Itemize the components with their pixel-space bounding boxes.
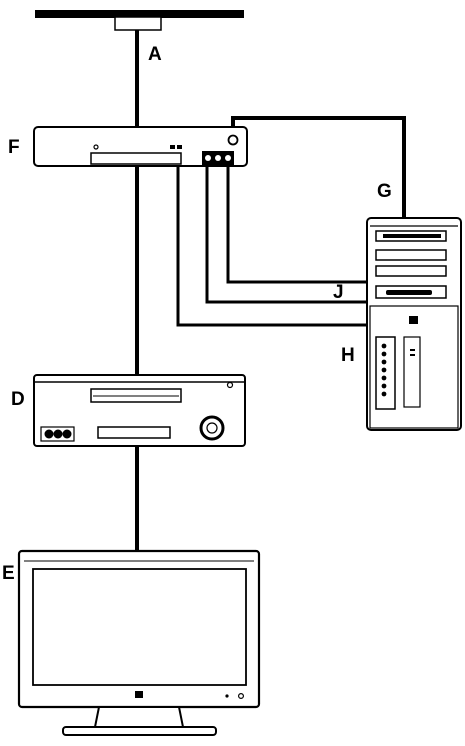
cable-g [231,116,406,218]
cable-h [176,165,368,327]
cable-j-lower [205,165,368,304]
tower-bay-3 [375,265,447,277]
vcr-power-light [226,381,234,389]
tv-stand-neck [93,706,185,728]
vcr-body [33,374,246,447]
tuner-av-port-3 [225,155,231,161]
tower-slot-3 [381,359,387,365]
tower-card-reader [375,336,396,410]
tuner-box [33,126,248,167]
tuner-disc-slot [90,152,182,165]
label-h: H [341,345,355,366]
label-f: F [8,137,20,158]
tv-screen [32,568,247,686]
tuner-power-light [93,144,99,150]
tower-slot-5 [381,375,387,381]
television [17,549,261,736]
tower-usb-2 [410,354,415,356]
tv-logo-icon [135,691,143,698]
tuner-av-port-2 [215,155,221,161]
wall-plate [114,16,162,31]
antenna-source [35,10,244,31]
tower-slot-2 [381,351,387,357]
tuner-button-2 [177,145,182,149]
vcr-jack-2 [53,429,63,439]
label-e: E [2,563,15,584]
vcr-jack-panel [40,426,75,442]
tuner-rf-port [227,134,239,146]
tower-slot-7 [381,391,387,397]
tuner-body [33,126,248,167]
label-a: A [148,44,162,65]
tower-slot-4 [381,367,387,373]
vcr-knob-inner [206,422,218,434]
tower-usb-1 [410,349,415,351]
tower-drive-1-tray [383,234,441,238]
tower-drive-2-tray [386,290,432,295]
callout-labels: A F G J H D E [2,44,392,584]
label-j: J [333,282,344,303]
cables [135,28,460,552]
tv-power-light [225,694,229,698]
tower-bay-2 [375,249,447,261]
cable-j-upper [226,165,368,284]
vcr-jack-1 [44,429,54,439]
tower-front-lower [369,305,459,429]
tv-stand-base [62,726,217,736]
tuner-av-port-1 [205,155,211,161]
vcr-drawer [97,426,171,439]
hp-logo-icon [409,316,418,324]
computer-tower [366,217,462,431]
vcr-device [33,374,246,447]
tower-side-panel [403,336,421,408]
label-d: D [11,389,25,410]
tuner-button-1 [170,145,175,149]
tv-power-button [238,692,245,699]
wall-bar [35,10,244,18]
vcr-jack-3 [62,429,72,439]
label-g: G [377,181,392,202]
tower-slot-6 [381,383,387,389]
tower-slot-1 [381,343,387,349]
